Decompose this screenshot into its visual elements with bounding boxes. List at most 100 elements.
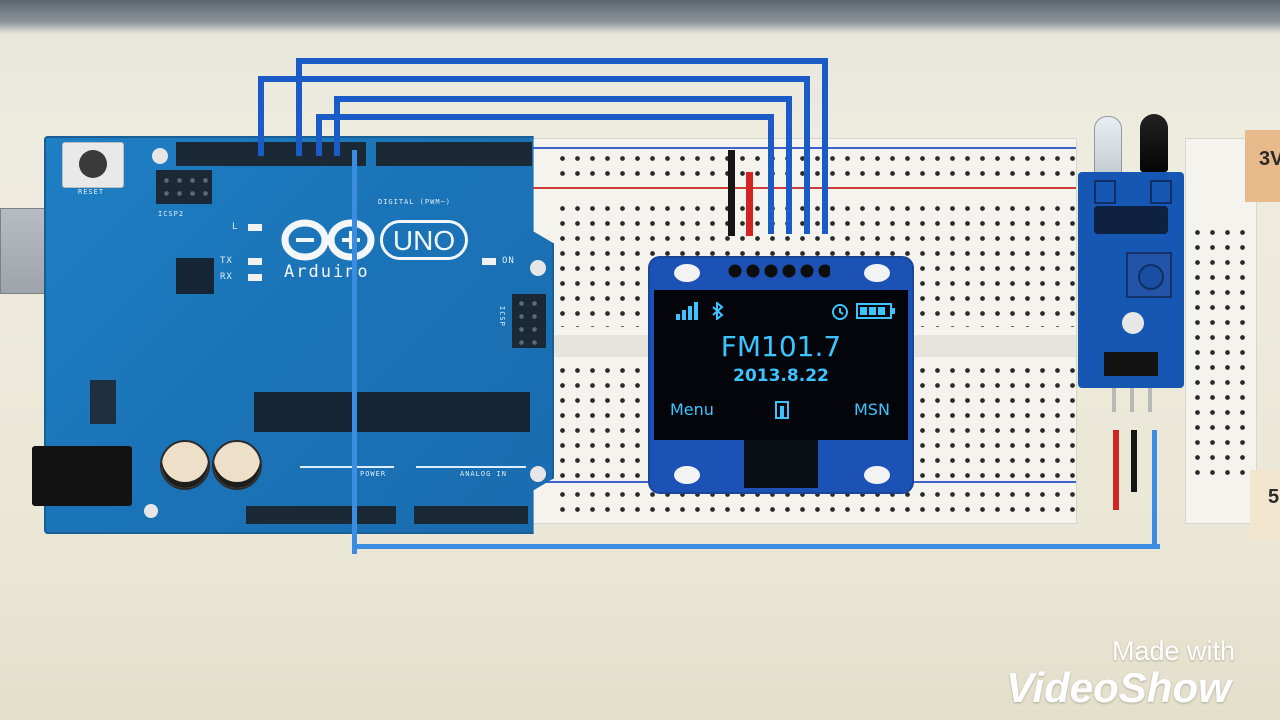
led-l-label: L [232, 222, 239, 232]
bluetooth-icon [712, 302, 724, 320]
ir-sensor-module [1078, 172, 1184, 388]
sensor-pin-header [1104, 352, 1158, 376]
sensor-signal-wire-up [1152, 430, 1157, 548]
digital-label: DIGITAL (PWM~) [378, 198, 452, 206]
icsp2-pins [160, 174, 210, 202]
digital-header-right [376, 142, 532, 166]
potentiometer-screw-icon [1138, 264, 1164, 290]
oled-mount-hole-tl [674, 264, 700, 282]
arduino-infinity-logo-icon [281, 219, 375, 261]
oled-display-module: FM101.7 2013.8.22 Menu MSN [650, 258, 912, 492]
analog-label-line [416, 466, 526, 468]
atmega-microcontroller [254, 392, 530, 432]
reset-button-knob [79, 150, 107, 178]
wire-down-2 [296, 58, 302, 156]
icsp-label: ICSP [498, 306, 506, 327]
sensor-led-pad-right [1150, 180, 1172, 204]
oled-mount-hole-tr [864, 264, 890, 282]
sensor-pin-vcc [1112, 388, 1116, 412]
uno-logo-text: UNO [392, 225, 456, 256]
analog-header [414, 506, 528, 524]
uno-logo-badge: UNO [380, 220, 468, 260]
sensitivity-potentiometer[interactable] [1126, 252, 1172, 298]
signal-bars-icon [676, 302, 698, 320]
capacitor-left [160, 440, 210, 490]
led-on [482, 258, 496, 265]
sensor-comparator-chip [1094, 206, 1168, 234]
top-rail-blue-line [531, 147, 1076, 149]
led-on-label: ON [502, 256, 515, 266]
battery-icon [856, 303, 895, 319]
oled-pin-holes [726, 262, 830, 280]
mount-hole-right [530, 466, 546, 482]
alarm-icon [832, 304, 848, 320]
wire-oled-4 [768, 114, 774, 234]
reset-button[interactable] [62, 142, 124, 188]
sensor-black-wire [1131, 430, 1137, 492]
oled-menu-soft-key[interactable]: Menu [670, 400, 714, 419]
edge-label-5: 5 [1268, 486, 1280, 508]
watermark-videoshow: VideoShow [1006, 664, 1231, 711]
voltage-regulator [90, 380, 116, 424]
wire-top-4 [316, 114, 774, 120]
icsp-header [512, 294, 546, 348]
led-tx-label: TX [220, 256, 233, 266]
led-l [248, 224, 262, 231]
sensor-indicator-led [1122, 312, 1144, 334]
analog-label: ANALOG IN [460, 470, 507, 478]
dc-power-jack [32, 446, 132, 506]
oled-frequency: FM101.7 [720, 330, 842, 363]
wire-top-1 [296, 58, 828, 64]
sensor-pin-gnd [1130, 388, 1134, 412]
capacitor-right [212, 440, 262, 490]
breadboard-right-holes [1190, 225, 1250, 485]
wire-top-2 [258, 76, 810, 82]
led-tx [248, 258, 262, 265]
music-icon [775, 401, 789, 419]
sensor-signal-wire-vertical [352, 150, 357, 554]
oled-mount-hole-bl [674, 466, 700, 484]
top-rail-red-line [531, 187, 1076, 189]
sensor-red-wire [1113, 430, 1119, 510]
red-jumper-wire [746, 172, 753, 236]
oled-mount-hole-br [864, 466, 890, 484]
arduino-brand-text: Arduino [284, 262, 370, 282]
bottom-power-rail-holes [555, 487, 1075, 517]
icsp-pins [515, 297, 545, 345]
led-rx-label: RX [220, 272, 233, 282]
mount-hole [144, 504, 158, 518]
sensor-pin-out [1148, 388, 1152, 412]
usb-chip [176, 258, 214, 294]
oled-date: 2013.8.22 [733, 366, 829, 386]
wire-down-4 [334, 96, 340, 156]
icsp2-header [156, 170, 212, 204]
oled-msn-soft-key[interactable]: MSN [854, 400, 890, 419]
edge-tab-bottom: 5 [1250, 470, 1280, 540]
edge-tab-top: 3V [1245, 130, 1280, 202]
oled-ribbon-cable [744, 440, 818, 488]
wire-down-3 [316, 114, 322, 156]
mount-hole-top [152, 148, 168, 164]
ir-receiver-led [1140, 114, 1168, 172]
watermark-made-with: Made with [1112, 636, 1236, 666]
sensor-signal-wire-horizontal [352, 544, 1160, 549]
breadboard-right-section [1185, 138, 1257, 524]
black-jumper-wire [728, 150, 735, 236]
wire-down-1 [258, 76, 264, 156]
power-label: POWER [360, 470, 387, 478]
oled-header-pins [726, 262, 830, 280]
sensor-led-pad-left [1094, 180, 1116, 204]
edge-label-3v: 3V [1259, 148, 1280, 170]
wire-oled-2 [804, 76, 810, 234]
wire-oled-3 [786, 96, 792, 234]
mount-hole-right-top [530, 260, 546, 276]
reset-label: RESET [78, 188, 105, 196]
power-label-line [300, 466, 394, 468]
top-power-rail-holes [555, 151, 1075, 181]
power-header [246, 506, 396, 524]
oled-screen: FM101.7 2013.8.22 Menu MSN [654, 290, 908, 440]
ir-emitter-led [1094, 116, 1122, 174]
led-rx [248, 274, 262, 281]
wire-oled-1 [822, 58, 828, 234]
icsp2-label: ICSP2 [158, 210, 185, 218]
